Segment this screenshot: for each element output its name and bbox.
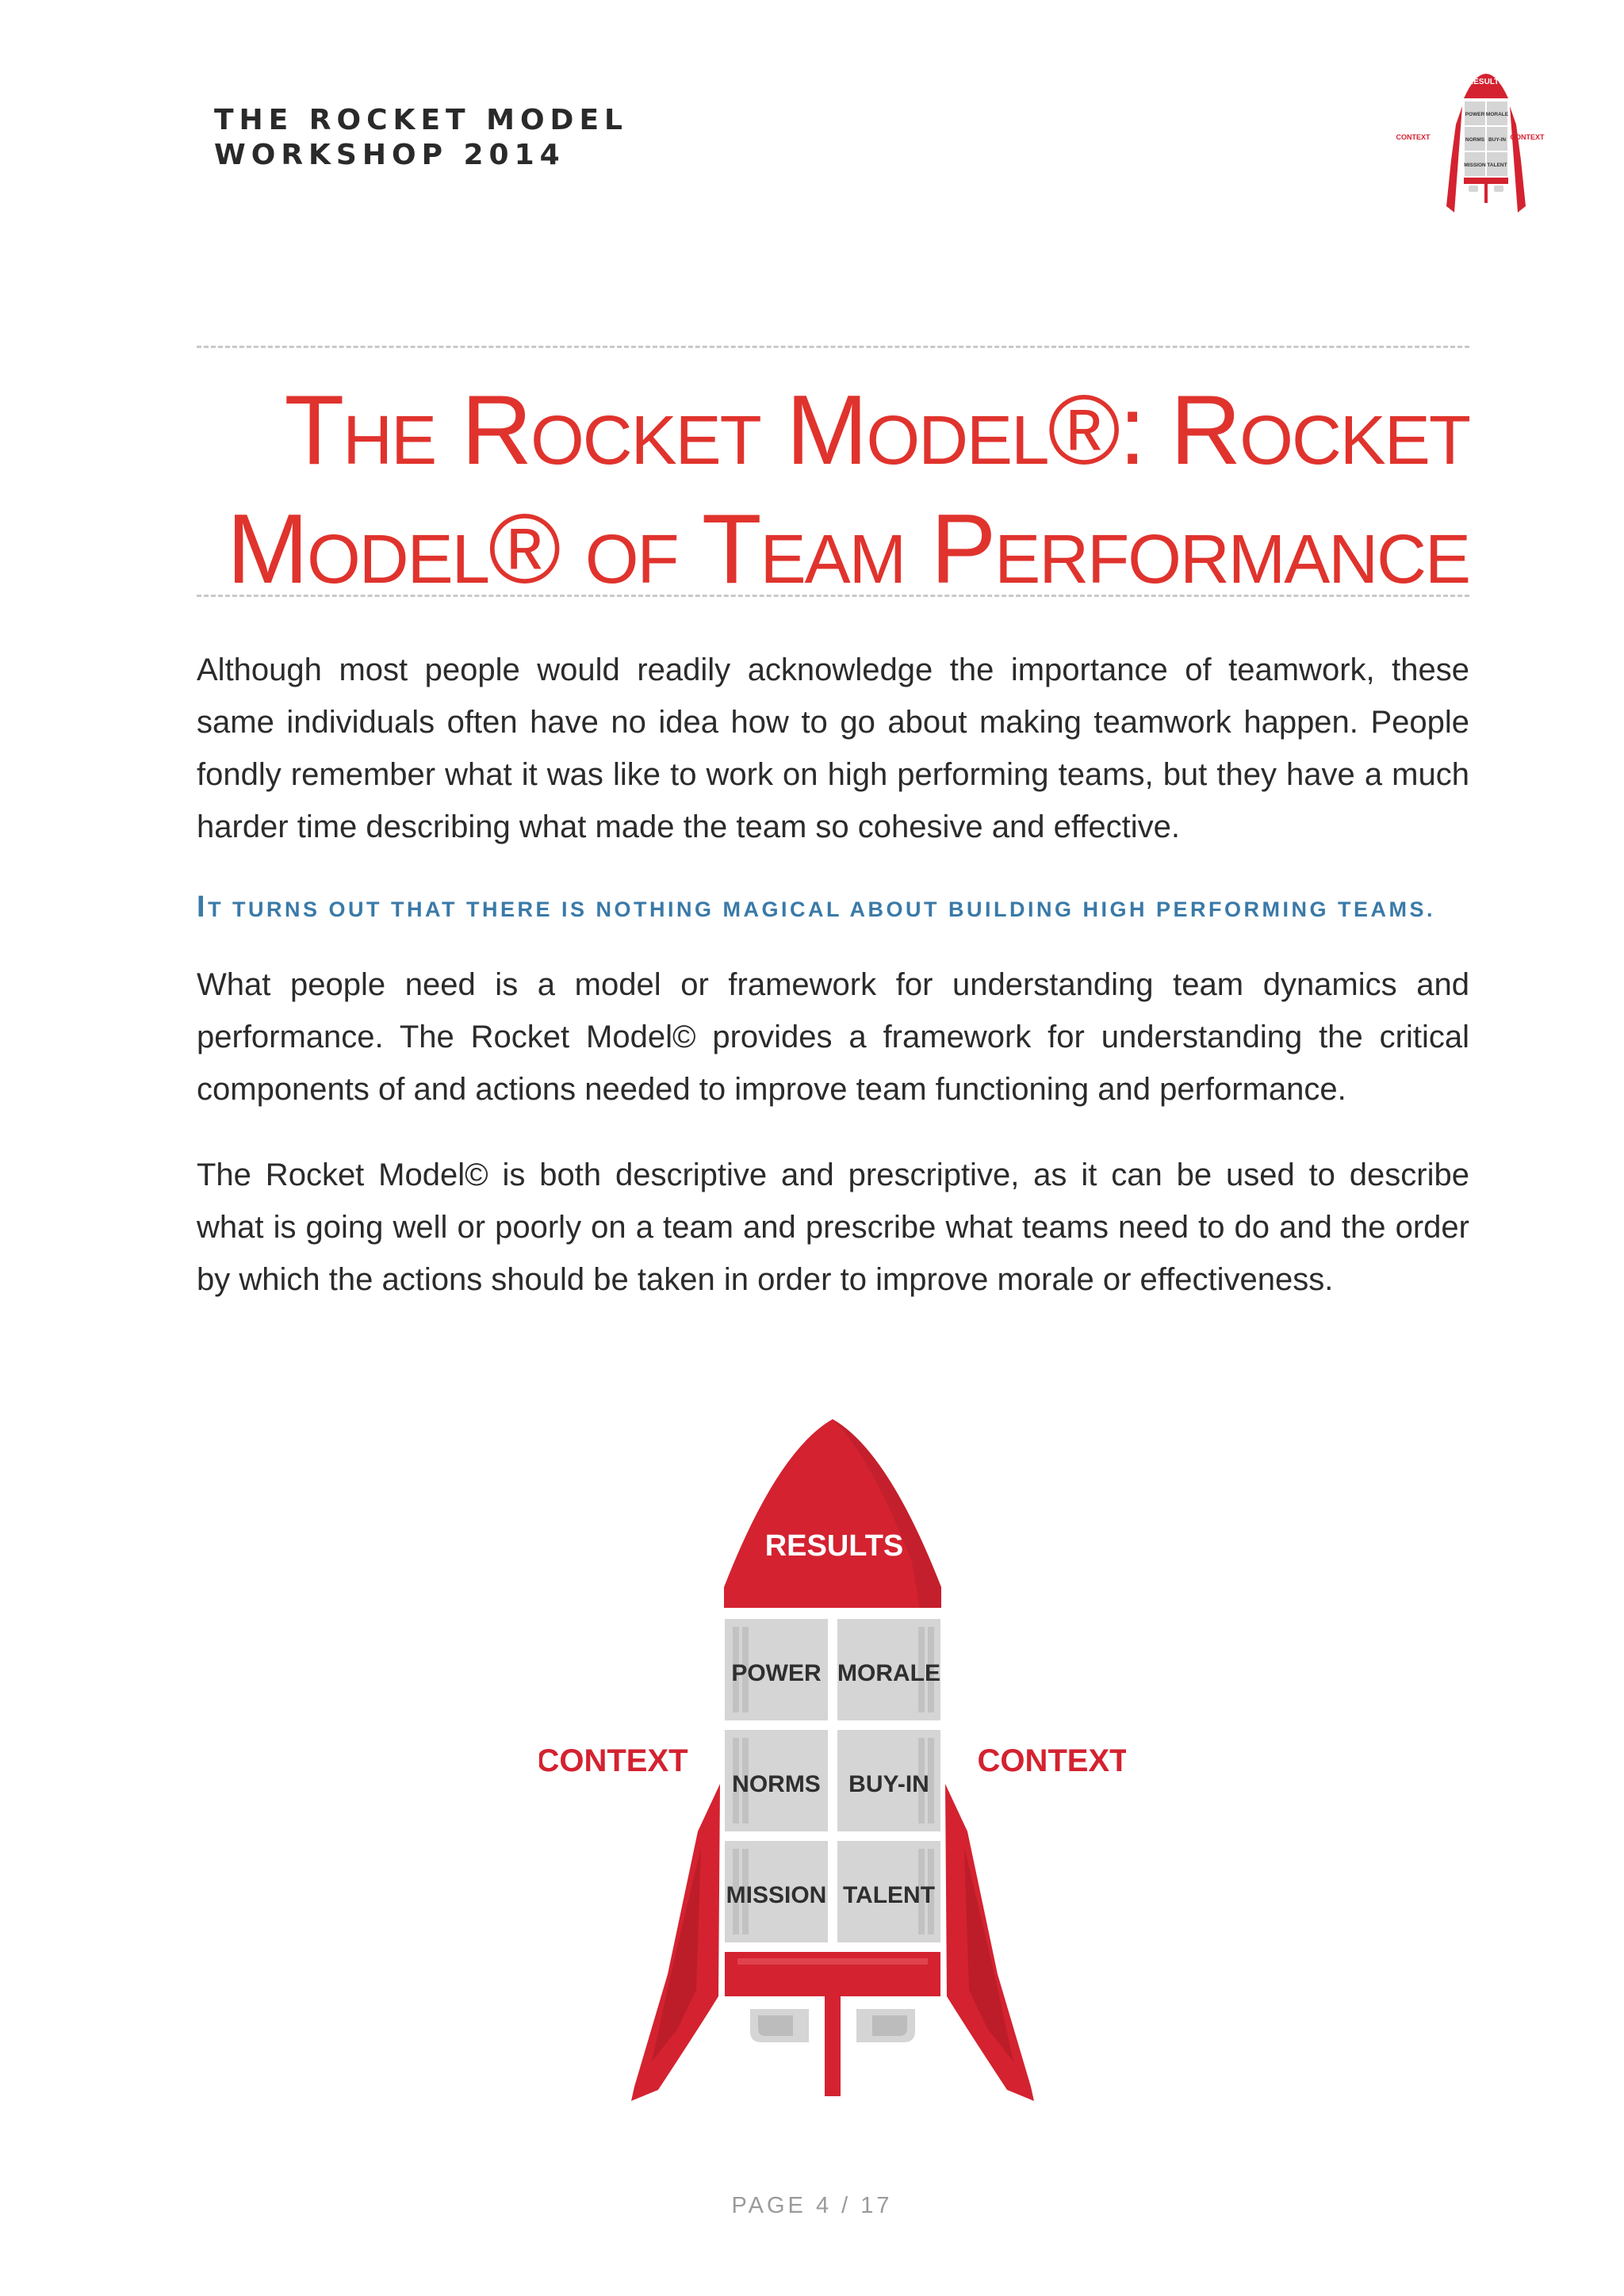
power-label: POWER <box>731 1660 822 1686</box>
morale-module: MORALE <box>837 1619 940 1720</box>
talent-module: TALENT <box>837 1841 940 1942</box>
logo-norms-label: NORMS <box>1465 137 1485 143</box>
body-text: Although most people would readily ackno… <box>197 644 1469 1306</box>
page-title-line-2: Model® of Team Performance <box>226 495 1471 604</box>
page-title: The Rocket Model®: Rocket Model® of Team… <box>197 371 1471 609</box>
logo-power-label: POWER <box>1465 112 1485 117</box>
title-top-divider <box>197 346 1469 348</box>
rocket-model-logo: RESULTS POWER MORALE NORMS BUY-IN MISSIO… <box>1396 74 1545 212</box>
norms-label: NORMS <box>732 1771 821 1797</box>
left-fin <box>631 1784 720 2101</box>
power-module: POWER <box>725 1619 828 1720</box>
right-fin <box>945 1784 1034 2101</box>
descriptive-paragraph: The Rocket Model© is both descriptive an… <box>197 1158 1469 1297</box>
callout-initial: I <box>197 890 209 924</box>
framework-paragraph: What people need is a model or framework… <box>197 967 1469 1107</box>
page-number: PAGE 4 / 17 <box>731 2193 893 2218</box>
logo-context-left-label: CONTEXT <box>1396 133 1431 141</box>
context-left-label: CONTEXT <box>539 1743 688 1778</box>
logo-context-right-label: CONTEXT <box>1510 133 1545 141</box>
talent-label: TALENT <box>843 1882 935 1908</box>
mission-module: MISSION <box>725 1841 828 1942</box>
document-header-title: THE ROCKET MODEL WORKSHOP 2014 <box>214 103 628 173</box>
results-nose-cone <box>724 1419 941 1608</box>
title-bottom-divider <box>197 595 1469 597</box>
header-line-1: THE ROCKET MODEL <box>214 104 628 136</box>
rocket-exhaust <box>825 1996 841 2096</box>
page-title-line-1: The Rocket Model®: Rocket <box>284 376 1471 485</box>
rocket-model-diagram: RESULTS POWER MORALE NORMS BUY-IN MISSIO… <box>539 1419 1126 2101</box>
callout-text: It turns out that there is nothing magic… <box>197 891 1469 925</box>
logo-morale-label: MORALE <box>1486 112 1509 117</box>
header-line-2: WORKSHOP 2014 <box>214 139 565 171</box>
mission-label: MISSION <box>726 1882 827 1908</box>
logo-buyin-label: BUY-IN <box>1488 137 1506 143</box>
intro-paragraph: Although most people would readily ackno… <box>197 652 1469 844</box>
logo-results-label: RESULTS <box>1468 78 1504 86</box>
callout-remainder: t turns out that there is nothing magica… <box>208 897 1436 921</box>
logo-mission-label: MISSION <box>1464 163 1486 168</box>
logo-talent-label: TALENT <box>1487 163 1507 168</box>
buyin-label: BUY-IN <box>848 1771 929 1797</box>
context-right-label: CONTEXT <box>977 1743 1126 1778</box>
buyin-module: BUY-IN <box>837 1730 940 1831</box>
results-label: RESULTS <box>765 1529 904 1563</box>
morale-label: MORALE <box>837 1660 940 1686</box>
norms-module: NORMS <box>725 1730 828 1831</box>
